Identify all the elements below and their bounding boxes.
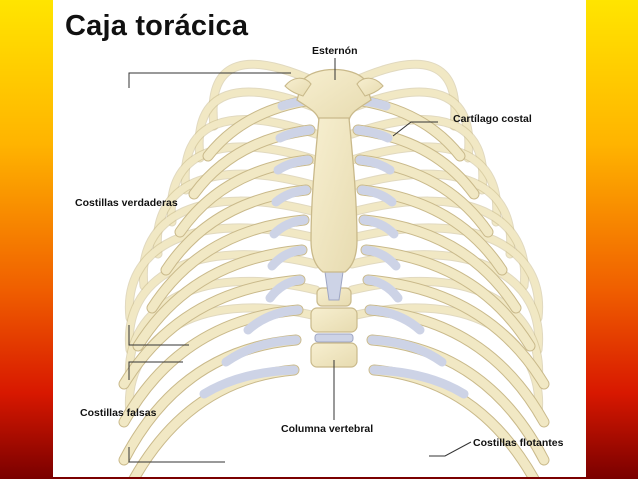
label-costillas-verdaderas: Costillas verdaderas (75, 197, 178, 209)
label-costillas-falsas: Costillas falsas (80, 407, 157, 419)
label-esternon: Esternón (312, 45, 358, 57)
slide-panel: Caja torácica (53, 0, 586, 477)
page-title: Caja torácica (65, 10, 249, 42)
anterior-ribs (118, 94, 550, 477)
label-costillas-flotantes: Costillas flotantes (473, 437, 564, 449)
rib-cage-diagram (118, 58, 550, 477)
leader-lines (128, 58, 472, 463)
vertebral-column (310, 271, 358, 368)
posterior-ribs (124, 59, 544, 419)
sternum (284, 68, 384, 273)
label-cartilago-costal: Cartílago costal (453, 113, 532, 125)
label-columna-vertebral: Columna vertebral (281, 423, 374, 435)
